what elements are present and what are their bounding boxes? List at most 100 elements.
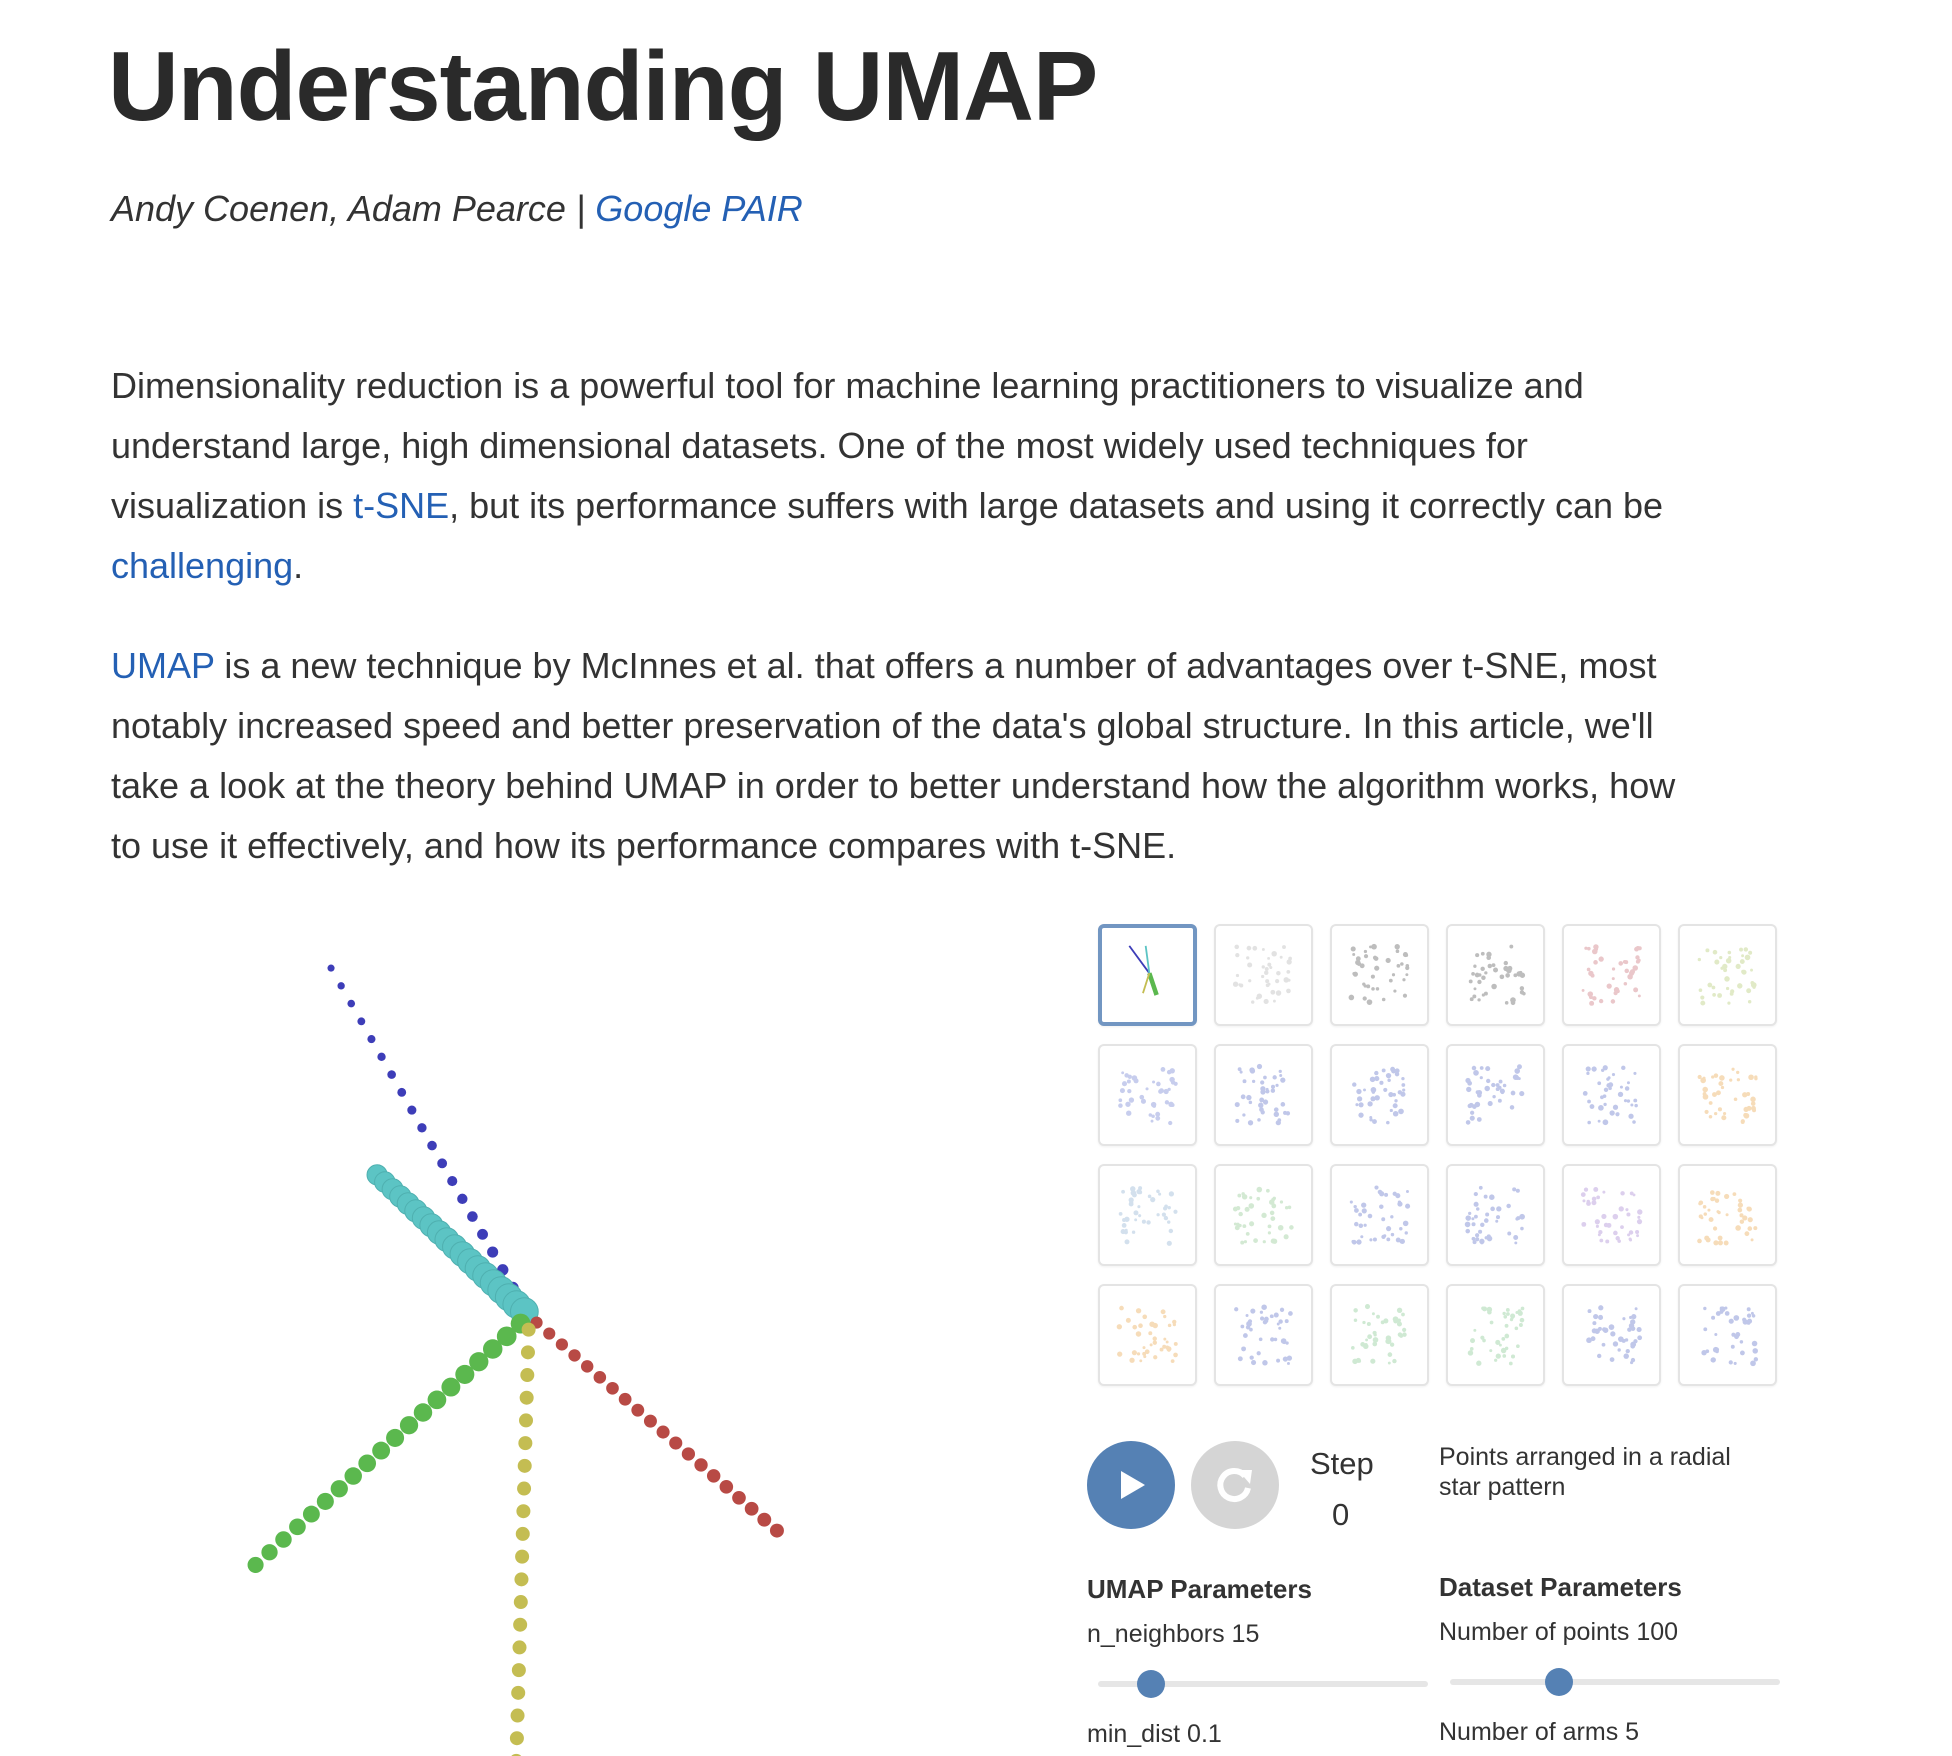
data-point (417, 1123, 427, 1133)
dataset-thumbnail-three-clusters[interactable] (1330, 1044, 1429, 1146)
data-point (427, 1140, 437, 1151)
data-point (669, 1436, 683, 1450)
dataset-thumbnail-trefoil-knot[interactable] (1562, 1164, 1661, 1266)
dataset-thumbnail-random-cluster[interactable] (1446, 1164, 1545, 1266)
dataset-thumbnail-two-clusters-unequal[interactable] (1446, 1044, 1545, 1146)
thumbnail-preview-icon (1232, 944, 1292, 1005)
data-point (407, 1105, 417, 1115)
data-point (330, 1480, 348, 1498)
dataset-thumbnail-mixed-clusters-green[interactable] (1330, 1284, 1429, 1386)
play-button[interactable] (1087, 1441, 1175, 1529)
data-point (467, 1211, 478, 1222)
dataset-thumbnail-linked-rings[interactable] (1678, 1164, 1777, 1266)
thumbnail-preview-icon (1581, 944, 1642, 1006)
thumbnail-preview-icon (1349, 1185, 1411, 1245)
data-point (397, 1087, 407, 1097)
thumbnail-preview-icon (1465, 1064, 1525, 1125)
tsne-link[interactable]: t-SNE (353, 485, 450, 526)
dataset-thumbnail-linked-clusters[interactable] (1214, 924, 1313, 1026)
page-title: Understanding UMAP (108, 31, 1098, 141)
data-point (386, 1428, 405, 1447)
dataset-thumbnail-random-scatter[interactable] (1330, 1164, 1429, 1266)
authors: Andy Coenen, Adam Pearce | (111, 188, 596, 229)
data-point (482, 1339, 503, 1359)
n-neighbors-slider-thumb[interactable] (1136, 1670, 1165, 1698)
thumbnail-preview-icon (1116, 1305, 1178, 1363)
data-point (357, 1017, 366, 1026)
umap-projection-canvas (247, 964, 784, 1756)
data-point (469, 1352, 489, 1372)
data-point (316, 1492, 334, 1510)
byline: Andy Coenen, Adam Pearce | Google PAIR (111, 188, 803, 230)
dataset-thumbnail-broken-circle[interactable] (1214, 1164, 1313, 1266)
dataset-thumbnail-parallel-lines[interactable] (1562, 1044, 1661, 1146)
dataset-thumbnail-radial-star[interactable] (1098, 924, 1197, 1026)
dataset-thumbnail-two-clusters[interactable] (1214, 1044, 1313, 1146)
thumbnail-preview-icon (1348, 943, 1410, 1005)
dataset-thumbnail-circle[interactable] (1098, 1164, 1197, 1266)
data-point (377, 1052, 386, 1062)
data-point (519, 1413, 534, 1428)
data-point (511, 1753, 522, 1756)
text: . (293, 545, 304, 586)
data-point (519, 1390, 534, 1405)
dataset-thumbnail-unlinked-rings[interactable] (1098, 1284, 1197, 1386)
data-point (511, 1685, 526, 1700)
data-point (516, 1504, 531, 1519)
data-point (511, 1663, 526, 1678)
dataset-thumbnail-mixed-clusters[interactable] (1446, 1284, 1545, 1386)
thumbnail-preview-icon (1118, 1186, 1178, 1246)
dataset-thumbnail-big-scatter[interactable] (1678, 1284, 1777, 1386)
data-point (487, 1246, 499, 1258)
thumbnail-preview-icon (1467, 1306, 1525, 1366)
num-points-slider-thumb[interactable] (1544, 1668, 1573, 1696)
dataset-thumbnail-scattered-gaussian[interactable] (1678, 1044, 1777, 1146)
data-point (513, 1617, 528, 1632)
dataset-thumbnail-sine-waves-green[interactable] (1678, 924, 1777, 1026)
challenging-link[interactable]: challenging (111, 545, 294, 586)
dataset-thumbnail-sparse-points[interactable] (1214, 1284, 1313, 1386)
data-point (289, 1518, 306, 1536)
thumbnail-preview-icon (1464, 1185, 1525, 1245)
data-point (643, 1414, 657, 1428)
data-point (593, 1371, 607, 1384)
step-counter: 0 (1332, 1497, 1350, 1532)
dataset-thumbnail-sparse-points-2[interactable] (1562, 1284, 1661, 1386)
data-point (694, 1458, 708, 1472)
dataset-thumbnail-sine-waves[interactable] (1562, 924, 1661, 1026)
thumbnail-preview-icon (1352, 1066, 1406, 1125)
data-point (513, 1595, 528, 1610)
dataset-thumbnail-grid-holes[interactable] (1446, 924, 1545, 1026)
data-point (358, 1454, 377, 1473)
data-point (681, 1447, 696, 1461)
restart-button[interactable] (1191, 1441, 1279, 1529)
thumbnail-preview-icon (1697, 947, 1757, 1006)
data-point (367, 1035, 376, 1044)
data-point (455, 1364, 475, 1384)
data-point (509, 1731, 524, 1746)
data-point (517, 1458, 532, 1473)
data-point (732, 1490, 746, 1505)
data-point (744, 1501, 759, 1516)
thumbnail-preview-icon (1697, 1067, 1758, 1125)
google-pair-link[interactable]: Google PAIR (595, 188, 803, 229)
dataset-thumbnail-grid[interactable] (1330, 924, 1429, 1026)
data-point (555, 1338, 569, 1351)
data-point (387, 1070, 396, 1079)
data-point (706, 1469, 721, 1483)
data-point (521, 1322, 536, 1337)
num-points-slider[interactable] (1450, 1668, 1780, 1696)
thumbnail-preview-icon (1701, 1306, 1759, 1367)
data-point (515, 1526, 530, 1541)
data-point (247, 1556, 264, 1573)
data-point (427, 1390, 447, 1410)
num-arms-label: Number of arms 5 (1439, 1718, 1640, 1746)
data-point (275, 1531, 292, 1548)
n-neighbors-slider[interactable] (1098, 1670, 1428, 1698)
dataset-thumbnail-gradient-grid[interactable] (1098, 1044, 1197, 1146)
dataset-parameters-heading: Dataset Parameters (1439, 1572, 1682, 1602)
text: , but its performance suffers with large… (449, 485, 1664, 526)
data-point (441, 1377, 461, 1397)
min-dist-label: min_dist 0.1 (1087, 1720, 1222, 1748)
umap-link[interactable]: UMAP (111, 645, 215, 686)
